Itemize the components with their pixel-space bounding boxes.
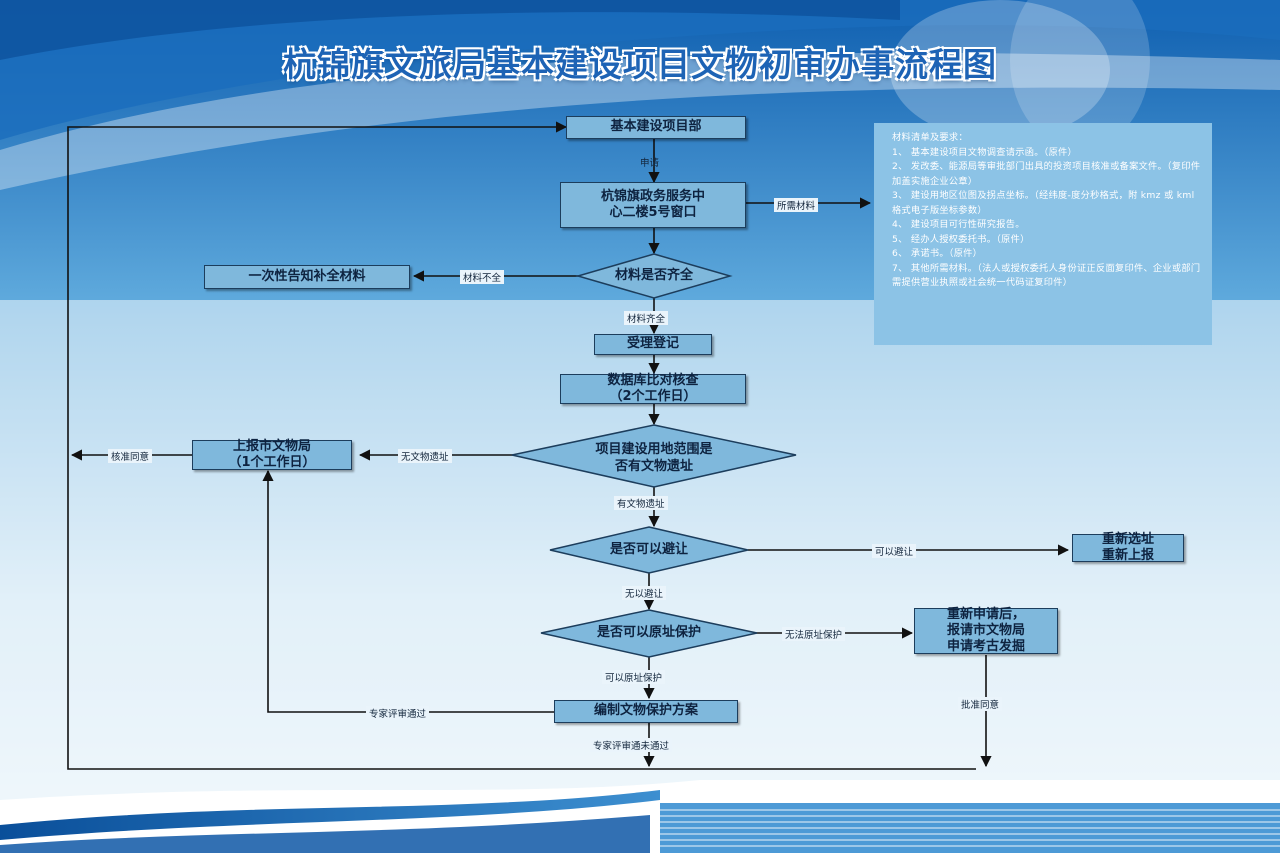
decision-site-relic: 项目建设用地范围是 否有文物遗址 xyxy=(595,442,713,474)
edge-label-required-materials: 所需材料 xyxy=(774,198,819,212)
materials-item: 5、 经办人授权委托书。（原件） xyxy=(892,233,1030,245)
edge-label-incomplete: 材料不全 xyxy=(460,270,505,284)
decision-can-protect: 是否可以原址保护 xyxy=(596,625,701,640)
node-window: 杭锦旗政务服务中 心二楼5号窗口 xyxy=(560,182,746,228)
materials-heading: 材料清单及要求： xyxy=(892,132,968,143)
decision-can-avoid: 是否可以避让 xyxy=(609,542,688,557)
node-db-check: 数据库比对核查 （2个工作日） xyxy=(560,373,746,404)
edge-label-expert-fail: 专家评审通未通过 xyxy=(590,738,673,752)
edge-label-complete: 材料齐全 xyxy=(624,311,669,325)
materials-item: 4、 建设项目可行性研究报告。 xyxy=(892,219,1025,230)
decision-materials-complete: 材料是否齐全 xyxy=(614,268,693,283)
decision-shape-avoid xyxy=(549,526,749,574)
node-start: 基本建设项目部 xyxy=(566,116,746,139)
loop-line xyxy=(67,121,976,770)
node-report-city: 上报市文物局 （1个工作日） xyxy=(192,439,352,470)
node-reselect: 重新选址 重新上报 xyxy=(1072,532,1184,563)
edge-label-no-relic: 无文物遗址 xyxy=(398,449,452,463)
materials-item: 2、 发改委、能源局等审批部门出具的投资项目核准或备案文件。（复印件加盖实施企业… xyxy=(892,161,1201,187)
materials-item: 3、 建设用地区位图及拐点坐标。（经纬度-度分秒格式，附 kmz 或 kml 格… xyxy=(892,190,1195,216)
edge-label-apply: 申请 xyxy=(640,158,660,169)
decision-shape-protect xyxy=(540,609,758,658)
edge-label-cannot-avoid: 无以避让 xyxy=(622,586,667,600)
materials-item: 6、 承诺书。（原件） xyxy=(892,248,983,259)
node-reapply: 重新申请后， 报请市文物局 申请考古发掘 xyxy=(914,607,1058,654)
arrow-expert-pass xyxy=(262,469,554,713)
edge-label-can-avoid: 可以避让 xyxy=(872,544,917,558)
edge-label-can-protect: 可以原址保护 xyxy=(602,670,666,684)
edge-label-expert-pass: 专家评审通过 xyxy=(366,706,430,720)
page-title: 杭锦旗文旅局基本建设项目文物初审办事流程图 xyxy=(283,45,997,84)
node-accept: 受理登记 xyxy=(594,334,712,355)
edge-label-cannot-protect: 无法原址保护 xyxy=(782,627,846,641)
edge-label-approved: 核准同意 xyxy=(108,449,153,463)
node-notify-supplement: 一次性告知补全材料 xyxy=(204,265,410,289)
materials-item: 1、 基本建设项目文物调查请示函。（原件） xyxy=(892,146,1078,158)
decision-shape-materials xyxy=(575,253,733,299)
materials-item: 7、 其他所需材料。（法人或授权委托人身份证正反面复印件、企业或部门需提供营业执… xyxy=(892,262,1201,289)
edge-label-approval-agree: 批准同意 xyxy=(958,697,1003,711)
materials-panel: 材料清单及要求： 1、 基本建设项目文物调查请示函。（原件） 2、 发改委、能源… xyxy=(874,123,1212,345)
decision-shape-site xyxy=(511,424,797,488)
edge-label-has-relic: 有文物遗址 xyxy=(614,496,668,510)
node-protect-plan: 编制文物保护方案 xyxy=(554,700,738,723)
